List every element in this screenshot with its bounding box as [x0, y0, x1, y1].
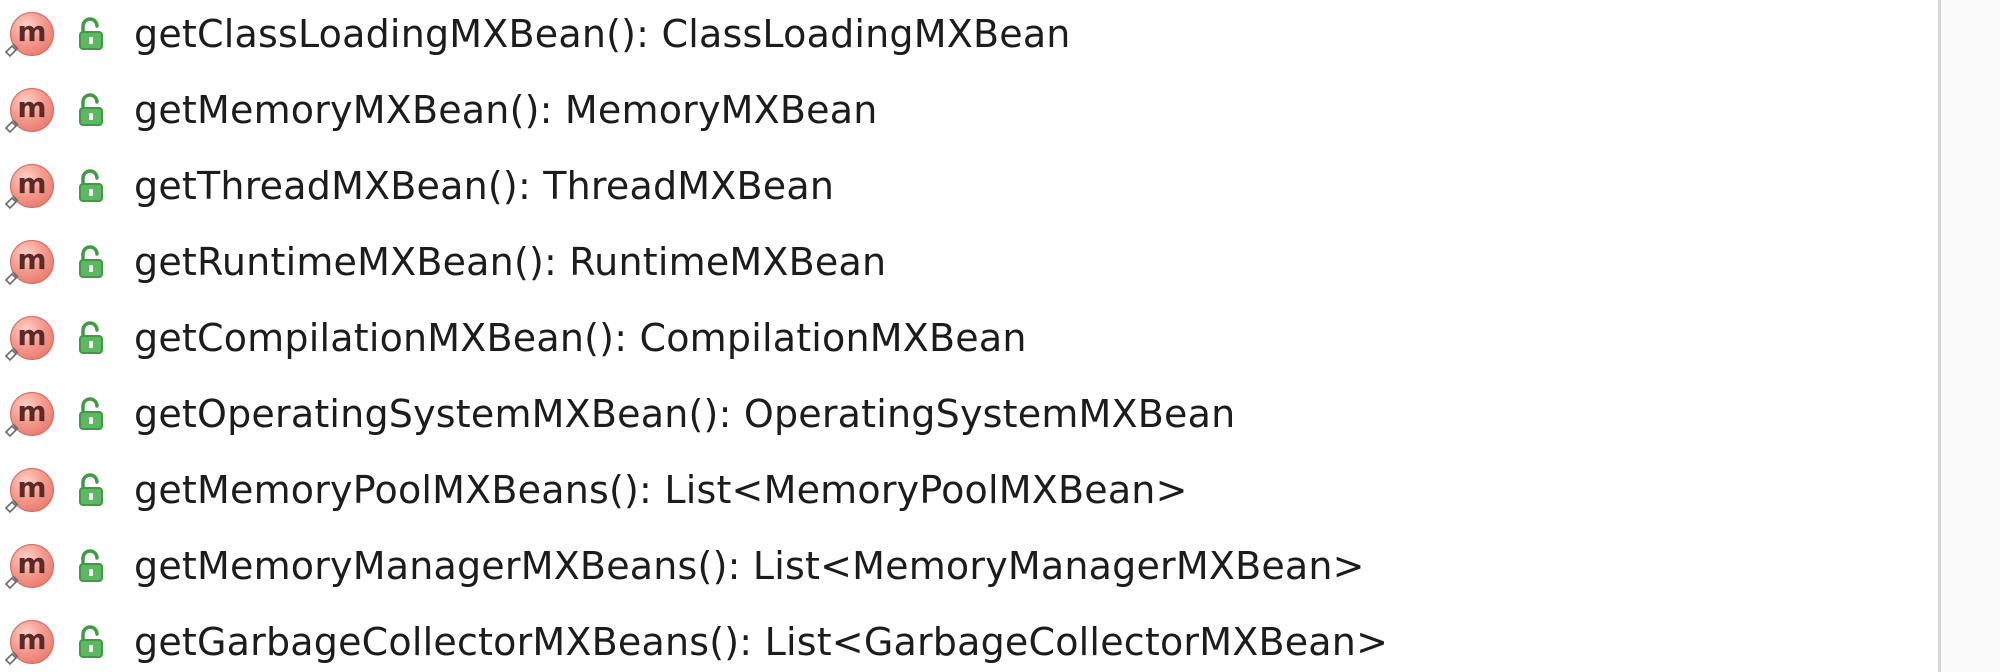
method-icon: m	[4, 468, 54, 514]
public-lock-icon	[79, 321, 103, 354]
implements-marker-icon	[4, 651, 19, 666]
method-kind-letter: m	[17, 623, 47, 656]
implements-marker-icon	[4, 423, 19, 438]
list-item[interactable]: m getThreadMXBean(): ThreadMXBean	[0, 148, 1938, 224]
method-icon: m	[4, 544, 54, 590]
method-kind-letter: m	[17, 91, 47, 124]
method-signature: getMemoryManagerMXBeans(): List<MemoryMa…	[134, 544, 1365, 588]
method-signature: getMemoryPoolMXBeans(): List<MemoryPoolM…	[134, 468, 1188, 512]
method-signature: getClassLoadingMXBean(): ClassLoadingMXB…	[134, 12, 1071, 56]
method-kind-letter: m	[17, 471, 47, 504]
public-lock-icon	[79, 549, 103, 582]
implements-marker-icon	[4, 43, 19, 58]
method-icon: m	[4, 164, 54, 210]
public-lock-icon	[79, 245, 103, 278]
method-kind-letter: m	[17, 547, 47, 580]
public-lock-icon	[79, 169, 103, 202]
member-list: m getClassLoadingMXBean(): ClassLoadingM…	[0, 0, 1938, 672]
list-item[interactable]: m getGarbageCollectorMXBeans(): List<Gar…	[0, 604, 1938, 672]
implements-marker-icon	[4, 499, 19, 514]
public-lock-icon	[79, 473, 103, 506]
method-signature: getRuntimeMXBean(): RuntimeMXBean	[134, 240, 887, 284]
implements-marker-icon	[4, 195, 19, 210]
public-lock-icon	[79, 17, 103, 50]
list-item[interactable]: m getRuntimeMXBean(): RuntimeMXBean	[0, 224, 1938, 300]
implements-marker-icon	[4, 119, 19, 134]
method-kind-letter: m	[17, 15, 47, 48]
list-item[interactable]: m getMemoryManagerMXBeans(): List<Memory…	[0, 528, 1938, 604]
method-icon: m	[4, 620, 54, 666]
implements-marker-icon	[4, 347, 19, 362]
method-signature: getOperatingSystemMXBean(): OperatingSys…	[134, 392, 1236, 436]
method-signature: getCompilationMXBean(): CompilationMXBea…	[134, 316, 1027, 360]
method-icon: m	[4, 392, 54, 438]
scrollbar-track[interactable]	[1941, 0, 2000, 672]
public-lock-icon	[79, 93, 103, 126]
implements-marker-icon	[4, 575, 19, 590]
list-item[interactable]: m getClassLoadingMXBean(): ClassLoadingM…	[0, 0, 1938, 72]
method-signature: getMemoryMXBean(): MemoryMXBean	[134, 88, 878, 132]
method-icon: m	[4, 88, 54, 134]
list-item[interactable]: m getMemoryMXBean(): MemoryMXBean	[0, 72, 1938, 148]
public-lock-icon	[79, 397, 103, 430]
list-item[interactable]: m getMemoryPoolMXBeans(): List<MemoryPoo…	[0, 452, 1938, 528]
method-kind-letter: m	[17, 243, 47, 276]
panel-divider	[1938, 0, 1941, 672]
method-icon: m	[4, 12, 54, 58]
implements-marker-icon	[4, 271, 19, 286]
method-kind-letter: m	[17, 167, 47, 200]
method-icon: m	[4, 240, 54, 286]
public-lock-icon	[79, 625, 103, 658]
list-item[interactable]: m getOperatingSystemMXBean(): OperatingS…	[0, 376, 1938, 452]
list-item[interactable]: m getCompilationMXBean(): CompilationMXB…	[0, 300, 1938, 376]
method-signature: getThreadMXBean(): ThreadMXBean	[134, 164, 835, 208]
method-kind-letter: m	[17, 319, 47, 352]
method-signature: getGarbageCollectorMXBeans(): List<Garba…	[134, 620, 1389, 664]
method-icon: m	[4, 316, 54, 362]
method-kind-letter: m	[17, 395, 47, 428]
